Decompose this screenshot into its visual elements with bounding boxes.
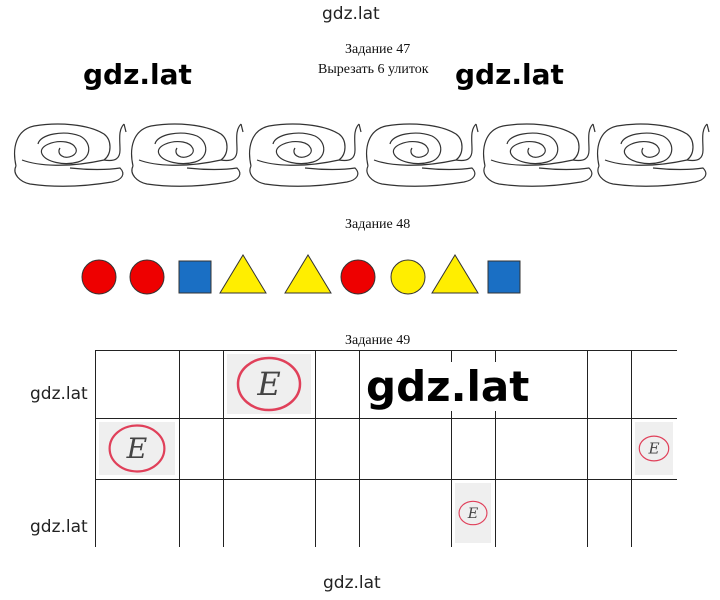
letter-cell-image: Е xyxy=(227,354,311,414)
handwritten-letter: Е xyxy=(467,506,479,522)
shape-square xyxy=(487,260,521,294)
shape-triangle xyxy=(284,254,332,294)
shape-square xyxy=(178,260,212,294)
shape-sequence xyxy=(81,254,521,295)
handwritten-letter: Е xyxy=(126,432,148,465)
letter-grid xyxy=(95,350,677,547)
letter-cell-image: Е xyxy=(99,422,175,475)
task47-instruction: Вырезать 6 улиток xyxy=(318,62,429,77)
watermark-bottom: gdz.lat xyxy=(323,573,381,593)
letter-cell-image: Е xyxy=(635,422,673,475)
snail-outline xyxy=(365,123,479,187)
red-ring-mark xyxy=(108,424,166,473)
watermark-right-big: gdz.lat xyxy=(455,58,564,91)
handwritten-letter: Е xyxy=(256,365,280,403)
letter-cell-image: Е xyxy=(455,483,491,543)
shape-circle xyxy=(340,259,376,295)
snail-outline xyxy=(596,123,710,187)
red-ring-mark xyxy=(236,356,302,412)
shape-circle xyxy=(129,259,165,295)
watermark-center-huge: gdz.lat xyxy=(362,362,534,411)
handwritten-letter: Е xyxy=(647,440,659,458)
shape-triangle xyxy=(219,254,267,294)
snail-outline xyxy=(13,123,127,187)
red-ring-mark xyxy=(638,435,670,462)
task48-title: Задание 48 xyxy=(345,217,411,232)
watermark-left-row1: gdz.lat xyxy=(30,384,88,404)
snail-outline xyxy=(248,123,362,187)
snail-outline xyxy=(482,123,596,187)
watermark-left-row3: gdz.lat xyxy=(30,517,88,537)
task49-title: Задание 49 xyxy=(345,333,411,348)
watermark-top: gdz.lat xyxy=(322,4,380,24)
snail-outline xyxy=(130,123,244,187)
shape-circle xyxy=(390,259,426,295)
shape-circle xyxy=(81,259,117,295)
task47-title: Задание 47 xyxy=(345,42,411,57)
watermark-left-big: gdz.lat xyxy=(83,58,192,91)
red-ring-mark xyxy=(458,500,488,526)
shape-triangle xyxy=(431,254,479,294)
